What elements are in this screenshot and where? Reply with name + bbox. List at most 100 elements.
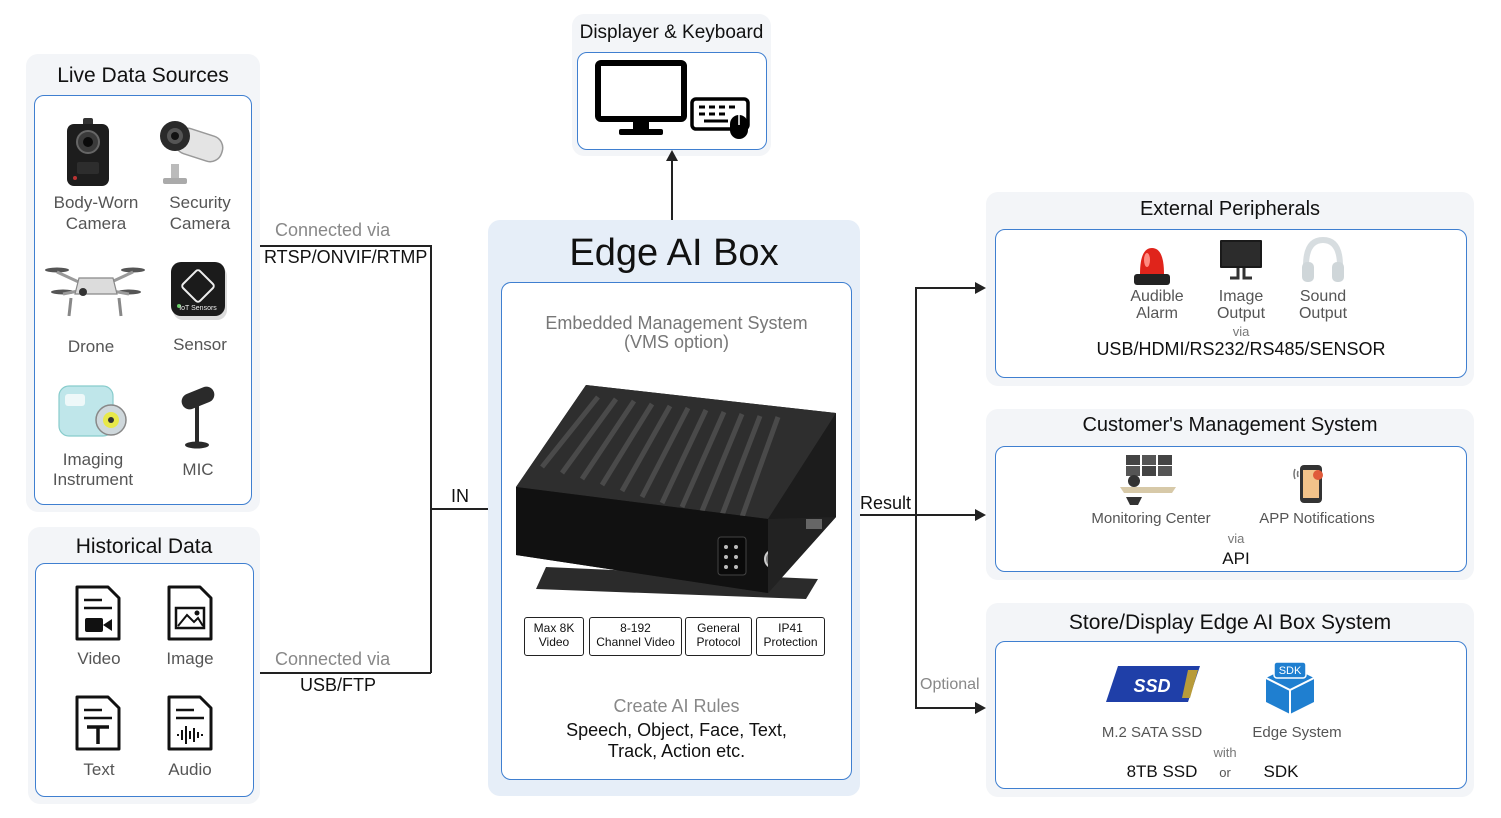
sensor-icon: IoT Sensors bbox=[169, 260, 231, 322]
spec-tag-channels-1: 8-192 bbox=[620, 621, 651, 635]
body-camera-label-2: Camera bbox=[65, 214, 127, 233]
drone-icon bbox=[43, 258, 147, 324]
ssd-label: M.2 SATA SSD bbox=[1101, 724, 1203, 741]
vms-subtitle-2: (VMS option) bbox=[623, 332, 730, 352]
peripherals-title: External Peripherals bbox=[1139, 198, 1321, 220]
live-connected-via: Connected via bbox=[275, 220, 391, 240]
edge-system-label: Edge System bbox=[1252, 724, 1342, 741]
live-protocols: RTSP/ONVIF/RTMP bbox=[264, 247, 428, 267]
store-sdk: SDK bbox=[1263, 762, 1299, 781]
body-camera-icon bbox=[65, 118, 111, 188]
audio-label: Audio bbox=[168, 760, 212, 779]
ai-rules-line-1: Speech, Object, Face, Text, bbox=[566, 720, 787, 740]
displayer-title: Displayer & Keyboard bbox=[579, 22, 764, 43]
peripherals-box: Audible Alarm Image Output Sound Output … bbox=[995, 229, 1467, 378]
security-camera-label-2: Camera bbox=[169, 214, 231, 233]
image-output-label-2: Output bbox=[1216, 305, 1266, 322]
result-arrow-head bbox=[975, 509, 987, 521]
ai-rules-title: Create AI Rules bbox=[613, 696, 740, 716]
store-with: with bbox=[1213, 745, 1237, 760]
monitoring-center-label: Monitoring Center bbox=[1091, 510, 1211, 527]
historical-connector-h bbox=[260, 672, 431, 674]
peripherals-arrow-head bbox=[975, 282, 987, 294]
spec-tag-protection-1: IP41 bbox=[778, 621, 803, 635]
sdk-box-icon: SDK bbox=[1262, 660, 1318, 718]
security-camera-label-1: Security bbox=[169, 193, 231, 212]
historical-connected-via: Connected via bbox=[275, 649, 391, 669]
monitor-icon bbox=[595, 60, 687, 138]
historical-panel: Historical Data Video Image Text Audio bbox=[28, 527, 260, 804]
peripherals-panel: External Peripherals Audible Alarm Image… bbox=[986, 192, 1474, 386]
displayer-box bbox=[577, 52, 767, 150]
historical-box: Video Image Text Audio bbox=[35, 563, 254, 797]
store-panel: Store/Display Edge AI Box System SSD M.2… bbox=[986, 603, 1474, 797]
phone-notification-icon bbox=[1292, 461, 1328, 505]
store-line bbox=[915, 707, 977, 709]
imaging-instrument-label-1: Imaging bbox=[62, 450, 124, 469]
alarm-label-1: Audible bbox=[1130, 288, 1184, 305]
video-label: Video bbox=[77, 649, 121, 668]
image-output-label-1: Image bbox=[1218, 288, 1264, 305]
edge-box-panel: Edge AI Box Embedded Management System (… bbox=[488, 220, 860, 796]
customer-api: API bbox=[1222, 549, 1250, 568]
sound-output-label-2: Output bbox=[1298, 305, 1348, 322]
alarm-label-2: Alarm bbox=[1136, 305, 1178, 322]
right-bus-v bbox=[915, 287, 917, 708]
edge-ai-box-device-image bbox=[506, 367, 848, 603]
in-arrow-line bbox=[430, 508, 496, 510]
sensor-icon-text: IoT Sensors bbox=[179, 305, 217, 312]
historical-protocols: USB/FTP bbox=[300, 675, 377, 695]
store-box: SSD M.2 SATA SSD SDK Edge System with 8T… bbox=[995, 641, 1467, 789]
drone-label: Drone bbox=[67, 337, 115, 356]
body-camera-label-1: Body-Worn bbox=[53, 193, 139, 212]
monitoring-center-icon bbox=[1116, 453, 1180, 507]
live-sources-box: Body-Worn Camera Security Camera bbox=[34, 95, 252, 505]
sound-output-label-1: Sound bbox=[1299, 288, 1347, 305]
app-notifications-label: APP Notifications bbox=[1259, 510, 1375, 527]
spec-tag-protocol-2: Protocol bbox=[696, 635, 741, 649]
text-label: Text bbox=[83, 760, 115, 779]
customer-via: via bbox=[1227, 531, 1245, 546]
display-arrow-head bbox=[666, 150, 678, 162]
peripherals-via: via bbox=[1232, 324, 1250, 339]
customer-title: Customer's Management System bbox=[1082, 414, 1378, 436]
spec-tag-resolution: Max 8K Video bbox=[524, 617, 584, 656]
result-line bbox=[860, 514, 977, 516]
spec-tag-protocol-1: General bbox=[697, 621, 740, 635]
spec-tag-channels-2: Channel Video bbox=[596, 635, 675, 649]
customer-box: Monitoring Center APP Notifications via … bbox=[995, 446, 1467, 572]
spec-tag-resolution-2: Video bbox=[538, 635, 570, 649]
peripherals-interfaces: USB/HDMI/RS232/RS485/SENSOR bbox=[1096, 339, 1386, 359]
customer-panel: Customer's Management System Monitoring … bbox=[986, 409, 1474, 580]
security-camera-icon bbox=[153, 118, 227, 188]
video-file-icon bbox=[74, 584, 122, 642]
microphone-icon bbox=[175, 384, 221, 450]
imaging-instrument-icon bbox=[55, 378, 129, 446]
ai-rules-line-2: Track, Action etc. bbox=[607, 741, 746, 761]
microphone-label: MIC bbox=[182, 460, 214, 479]
live-sources-title: Live Data Sources bbox=[57, 64, 229, 87]
display-arrow-line bbox=[671, 160, 673, 220]
image-label: Image bbox=[166, 649, 214, 668]
edge-box-title: Edge AI Box bbox=[569, 232, 779, 274]
store-or: or bbox=[1219, 765, 1231, 780]
spec-tag-channels: 8-192 Channel Video bbox=[589, 617, 682, 656]
store-title: Store/Display Edge AI Box System bbox=[1068, 611, 1392, 634]
spec-tag-protection-2: Protection bbox=[763, 635, 818, 649]
store-capacity: 8TB SSD bbox=[1126, 762, 1198, 781]
store-arrow-head bbox=[975, 702, 987, 714]
audio-file-icon bbox=[166, 694, 214, 752]
alarm-light-icon bbox=[1130, 240, 1174, 288]
edge-box-inner: Embedded Management System (VMS option) … bbox=[501, 282, 852, 780]
image-file-icon bbox=[166, 584, 214, 642]
live-connector-h bbox=[260, 245, 431, 247]
result-label: Result bbox=[860, 493, 912, 513]
peripherals-line bbox=[915, 287, 977, 289]
optional-label: Optional bbox=[920, 676, 980, 693]
ssd-icon-text: SSD bbox=[1133, 676, 1170, 696]
historical-title: Historical Data bbox=[75, 535, 213, 558]
in-label: IN bbox=[451, 486, 469, 506]
displayer-panel: Displayer & Keyboard bbox=[572, 14, 771, 156]
live-sources-panel: Live Data Sources Body-Worn Camera bbox=[26, 54, 260, 512]
spec-tag-protection: IP41 Protection bbox=[756, 617, 825, 656]
